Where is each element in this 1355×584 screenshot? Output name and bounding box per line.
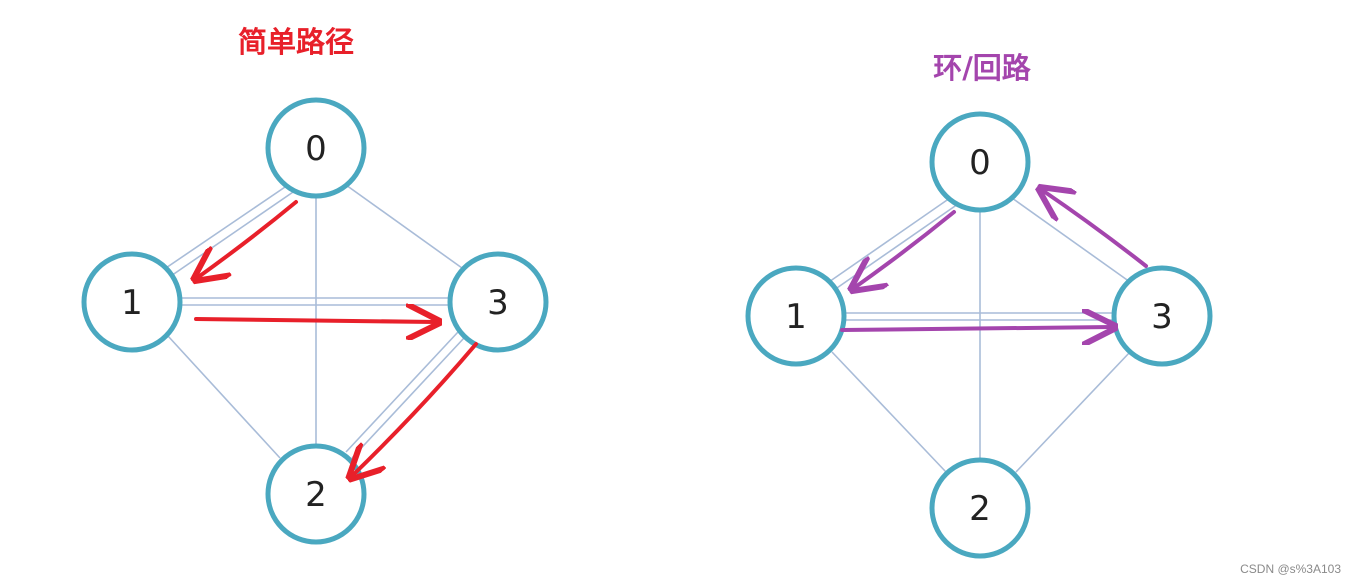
node-2-label: 2 — [305, 475, 327, 515]
watermark: CSDN @s%3A103 — [1240, 562, 1341, 576]
edge-0-1 — [825, 197, 951, 285]
simple-path-title: 简单路径 — [238, 25, 354, 59]
edge-3-2 — [1015, 351, 1131, 473]
node-1-label: 1 — [785, 297, 807, 337]
node-1: 1 — [745, 265, 847, 367]
edge-0-3 — [345, 184, 463, 269]
arrow-3-to-0 — [1042, 190, 1148, 268]
node-0: 0 — [265, 97, 367, 199]
edge-0-1-b — [833, 203, 959, 291]
node-3: 3 — [1111, 265, 1213, 367]
node-0: 0 — [929, 111, 1031, 213]
arrow-3-to-2 — [352, 342, 478, 476]
node-1: 1 — [81, 251, 183, 353]
node-3-label: 3 — [487, 283, 509, 323]
node-3-label: 3 — [1151, 297, 1173, 337]
edge-3-2-b — [345, 331, 459, 453]
arrow-1-to-3 — [840, 327, 1112, 330]
node-2: 2 — [929, 457, 1031, 559]
node-0-label: 0 — [305, 129, 327, 169]
edge-1-2 — [831, 351, 947, 473]
arrow-0-to-1 — [197, 200, 298, 278]
node-3: 3 — [447, 251, 549, 353]
edge-3-2 — [351, 337, 465, 459]
node-2: 2 — [265, 443, 367, 545]
node-0-label: 0 — [969, 143, 991, 183]
node-1-label: 1 — [121, 283, 143, 323]
node-2-label: 2 — [969, 489, 991, 529]
cycle-diagram: 环/回路 0 1 3 2 — [745, 51, 1213, 559]
arrow-0-to-1 — [854, 210, 956, 288]
cycle-title: 环/回路 — [933, 51, 1032, 85]
arrow-1-to-3 — [194, 319, 436, 322]
edge-1-2 — [167, 335, 281, 459]
edge-0-1 — [159, 184, 289, 273]
edge-0-1-b — [167, 189, 297, 279]
simple-path-diagram: 简单路径 0 1 3 2 — [81, 25, 549, 545]
